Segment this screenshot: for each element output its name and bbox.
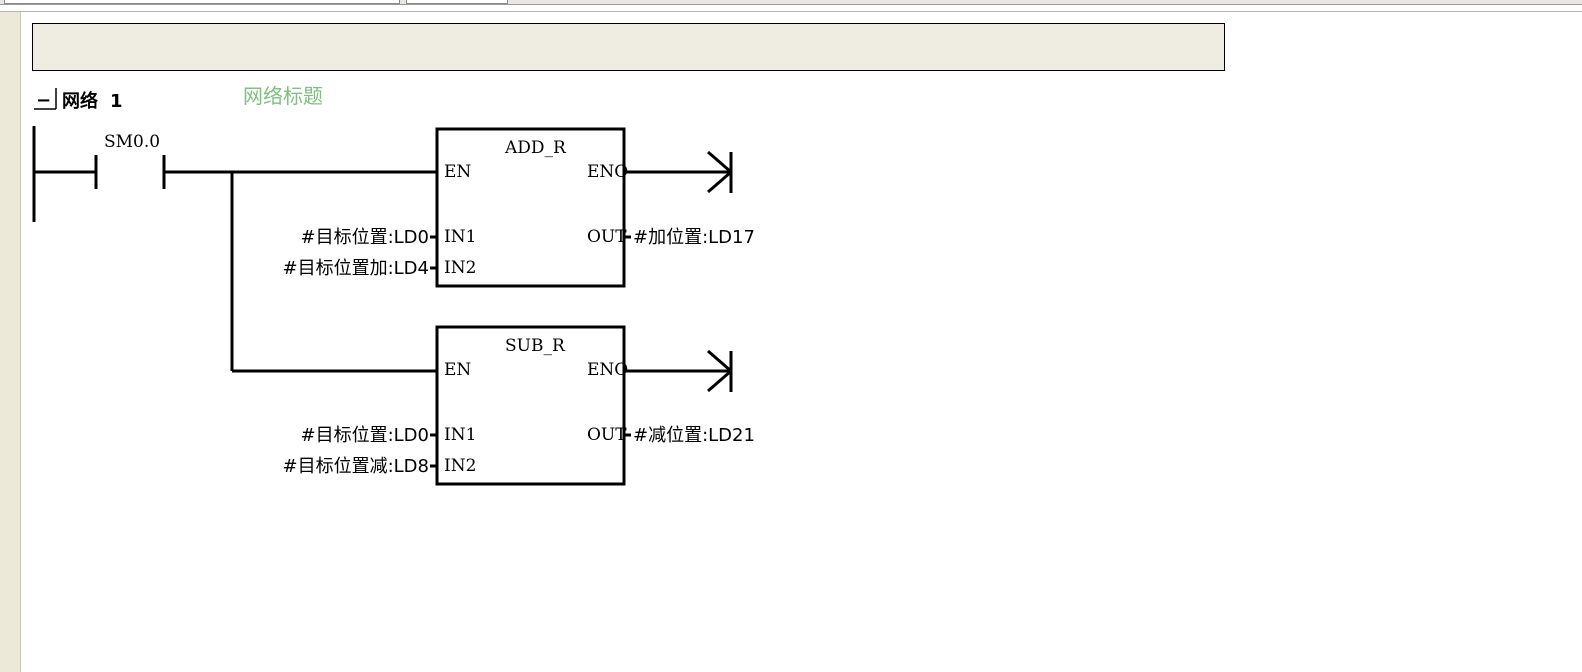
top-tab-bar [0, 0, 1582, 12]
sub-r-block[interactable]: SUB_R EN ENO IN1 IN2 OUT [435, 325, 628, 486]
add-r-in1-pin: IN1 [444, 227, 476, 247]
sub-r-block-name: SUB_R [505, 336, 566, 356]
collapse-symbol[interactable]: − [36, 90, 51, 111]
sub-r-out-pin: OUT [587, 425, 627, 445]
network-label: 网络 [62, 90, 98, 112]
network-collapse-toggle[interactable]: − [34, 88, 57, 111]
sub-r-open-end-arrow-icon [707, 349, 733, 393]
add-r-open-end-arrow-icon [707, 150, 733, 194]
normally-open-contact[interactable]: SM0.0 [34, 132, 166, 189]
sub-r-eno-pin: ENO [587, 360, 628, 380]
sub-r-en-pin: EN [444, 360, 471, 380]
add-r-eno-pin: ENO [587, 162, 628, 182]
program-comment-box[interactable] [32, 23, 1225, 71]
sub-r-in1-operand[interactable]: #目标位置:LD0 [301, 425, 430, 446]
add-r-block-name: ADD_R [504, 138, 567, 158]
contact-address: SM0.0 [104, 132, 160, 152]
add-r-in2-pin: IN2 [444, 258, 476, 278]
add-r-block[interactable]: ADD_R EN ENO IN1 IN2 OUT [435, 127, 628, 288]
sub-r-in1-pin: IN1 [444, 425, 476, 445]
add-r-in1-operand[interactable]: #目标位置:LD0 [301, 227, 430, 248]
network-number: 1 [110, 91, 123, 112]
add-r-in2-operand[interactable]: #目标位置加:LD4 [283, 258, 430, 279]
tab-secondary[interactable] [406, 0, 508, 4]
sub-r-in2-operand[interactable]: #目标位置减:LD8 [283, 456, 430, 477]
add-r-out-operand[interactable]: #加位置:LD17 [633, 227, 755, 248]
network-title[interactable]: 网络标题 [243, 84, 323, 108]
sub-r-out-operand[interactable]: #减位置:LD21 [633, 425, 755, 446]
sub-r-in2-pin: IN2 [444, 456, 476, 476]
tab-main[interactable] [4, 0, 400, 4]
add-r-en-pin: EN [444, 162, 471, 182]
left-gutter [0, 12, 21, 672]
tab-strip [0, 0, 1582, 5]
tab-divider [0, 11, 1582, 12]
add-r-out-pin: OUT [587, 227, 627, 247]
